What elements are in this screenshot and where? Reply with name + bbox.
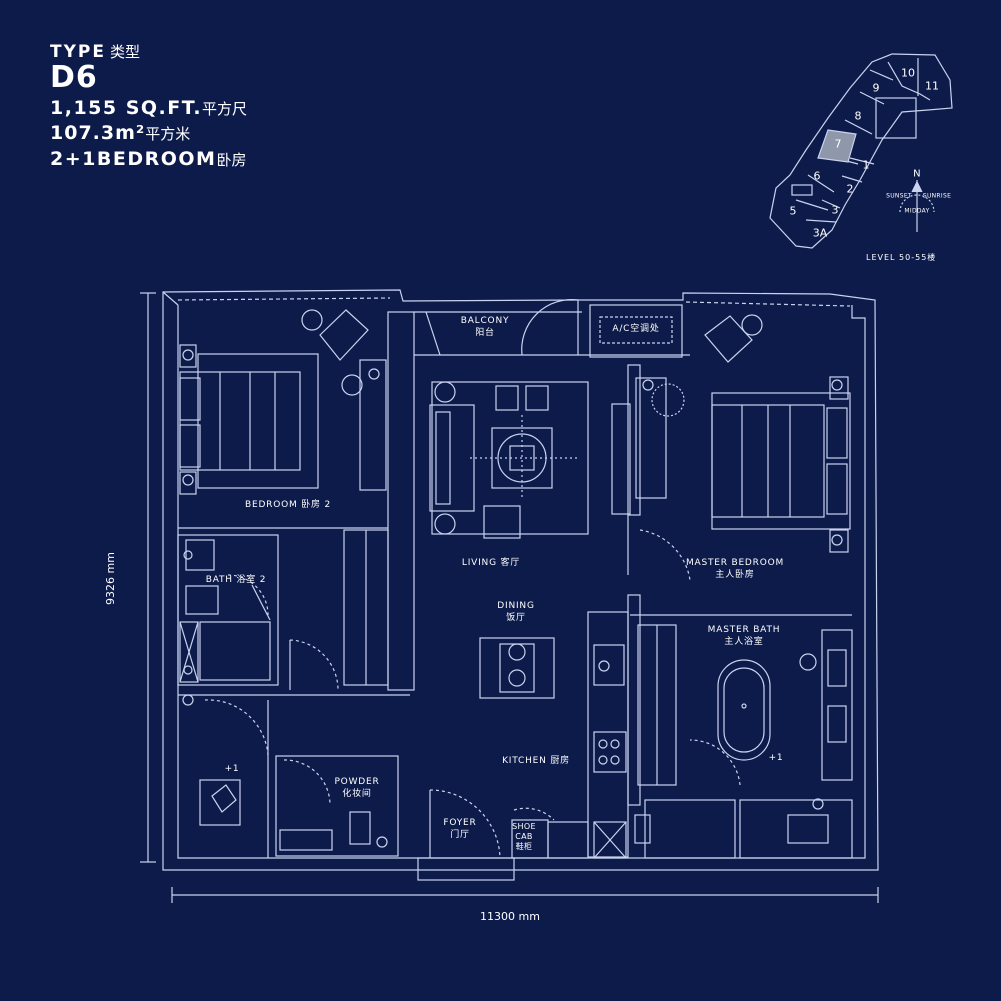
width-dimension: 11300 mm <box>480 910 540 923</box>
compass-north: N <box>913 168 921 180</box>
key-unit-3: 3 <box>831 203 839 217</box>
master-bath-name: MASTER BATH <box>707 625 781 635</box>
foyer-label: FOYER 门厅 <box>443 817 476 841</box>
master-bedroom-name-cn: 主人卧房 <box>715 570 755 581</box>
plus-one-right: +1 <box>768 753 784 763</box>
master-bath-name-cn: 主人浴室 <box>724 637 764 648</box>
foyer-name-cn: 门厅 <box>450 830 470 841</box>
bedroom2-label: BEDROOM 卧房 2 <box>244 500 332 510</box>
key-unit-6: 6 <box>813 169 821 183</box>
bedrooms: 2+1BEDROOM <box>50 148 217 170</box>
key-unit-1: 1 <box>862 158 870 172</box>
powder-name: POWDER <box>334 777 380 787</box>
shoe-cab-line1: SHOE <box>512 822 536 831</box>
dining-name-cn: 饭厅 <box>506 613 526 624</box>
dining-name: DINING <box>497 601 535 611</box>
shoe-cab-line2: CAB <box>515 832 533 841</box>
interior-walls <box>177 299 853 881</box>
area-sqft: 1,155 SQ.FT. <box>50 97 203 119</box>
key-unit-3a: 3A <box>812 226 828 240</box>
area-m2-cn: 平方米 <box>145 125 191 143</box>
level-label: LEVEL 50-55楼 <box>866 253 937 262</box>
balcony-label: BALCONY 阳台 <box>461 315 510 339</box>
area-sqft-cn: 平方尺 <box>202 100 248 118</box>
key-unit-8: 8 <box>854 109 862 123</box>
key-plan <box>769 53 953 249</box>
master-bedroom-name: MASTER BEDROOM <box>685 558 785 568</box>
area-m2: 107.3m² <box>50 122 146 144</box>
key-plan-selected-unit <box>817 129 857 163</box>
dining-label: DINING 饭厅 <box>497 600 534 624</box>
shoe-cab-label: SHOE CAB 鞋柜 <box>512 822 536 852</box>
powder-name-cn: 化妆间 <box>342 789 372 800</box>
key-unit-11: 11 <box>925 79 939 93</box>
compass-sunrise: SUNRISE <box>922 192 952 200</box>
key-unit-10: 10 <box>901 66 915 80</box>
powder-label: POWDER 化妆间 <box>334 776 379 800</box>
foyer-name: FOYER <box>443 818 477 828</box>
balcony-name-cn: 阳台 <box>475 328 495 339</box>
kitchen-label: KITCHEN 厨房 <box>502 756 570 766</box>
dimension-lines <box>140 292 879 903</box>
shoe-cab-line3: 鞋柜 <box>515 842 533 851</box>
unit-code: D6 <box>50 60 98 95</box>
height-dimension: 9326 mm <box>103 552 117 605</box>
type-label: TYPE <box>50 42 106 62</box>
plus-one-left: +1 <box>224 764 240 774</box>
bath2-label: BATH 浴室 2 <box>205 575 267 585</box>
compass-sunset: SUNSET <box>886 192 912 200</box>
key-unit-9: 9 <box>872 81 880 95</box>
area-m2-row: 107.3m²平方米 <box>50 124 247 143</box>
outer-walls <box>162 289 879 871</box>
type-label-cn: 类型 <box>109 43 140 61</box>
bedrooms-row: 2+1BEDROOM卧房 <box>50 150 247 169</box>
master-bath-label: MASTER BATH 主人浴室 <box>708 624 781 648</box>
balcony-name: BALCONY <box>460 316 510 326</box>
key-unit-5: 5 <box>789 204 797 218</box>
master-bedroom-label: MASTER BEDROOM 主人卧房 <box>686 557 784 581</box>
ac-label: A/C空调处 <box>612 324 660 334</box>
living-label: LIVING 客厅 <box>461 558 521 568</box>
compass-midday: MIDDAY <box>904 207 930 215</box>
bedrooms-cn: 卧房 <box>216 151 247 169</box>
key-unit-2: 2 <box>846 182 854 196</box>
area-sqft-row: 1,155 SQ.FT.平方尺 <box>50 99 247 118</box>
key-unit-7-selected: 7 <box>834 137 842 151</box>
